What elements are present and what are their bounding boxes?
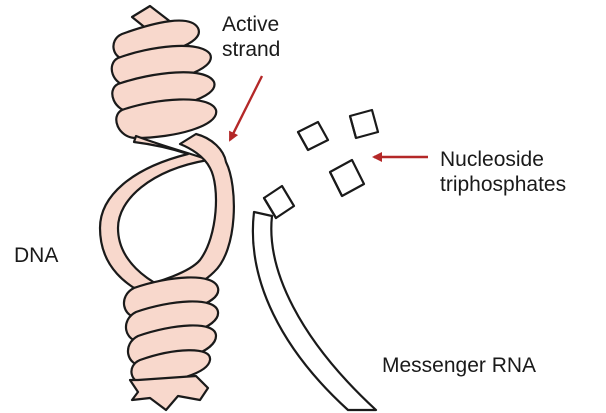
nucleoside-label-line-2: triphosphates — [440, 172, 566, 197]
rna-new-nucleotide — [264, 186, 294, 218]
dna-helix — [100, 6, 234, 410]
dna-bottom-end — [130, 376, 208, 410]
nucleotide-1 — [298, 122, 328, 150]
dna-upper-coil — [112, 21, 216, 138]
messenger-rna — [253, 186, 376, 410]
active-strand-label-line-2: strand — [222, 37, 280, 62]
nucleoside-triphosphates — [298, 110, 378, 196]
nucleotide-3 — [330, 160, 364, 196]
nucleoside-triphosphates-label: Nucleoside triphosphates — [440, 147, 566, 197]
active-strand-label-line-1: Active — [222, 12, 280, 37]
active-strand-arrow — [230, 76, 262, 140]
nucleotide-2 — [350, 110, 378, 138]
messenger-rna-label: Messenger RNA — [382, 353, 536, 378]
active-strand-label: Active strand — [222, 12, 280, 62]
dna-label: DNA — [14, 243, 58, 268]
nucleoside-label-line-1: Nucleoside — [440, 147, 566, 172]
rna-strand — [253, 212, 376, 410]
dna-lower-coil — [124, 277, 218, 384]
